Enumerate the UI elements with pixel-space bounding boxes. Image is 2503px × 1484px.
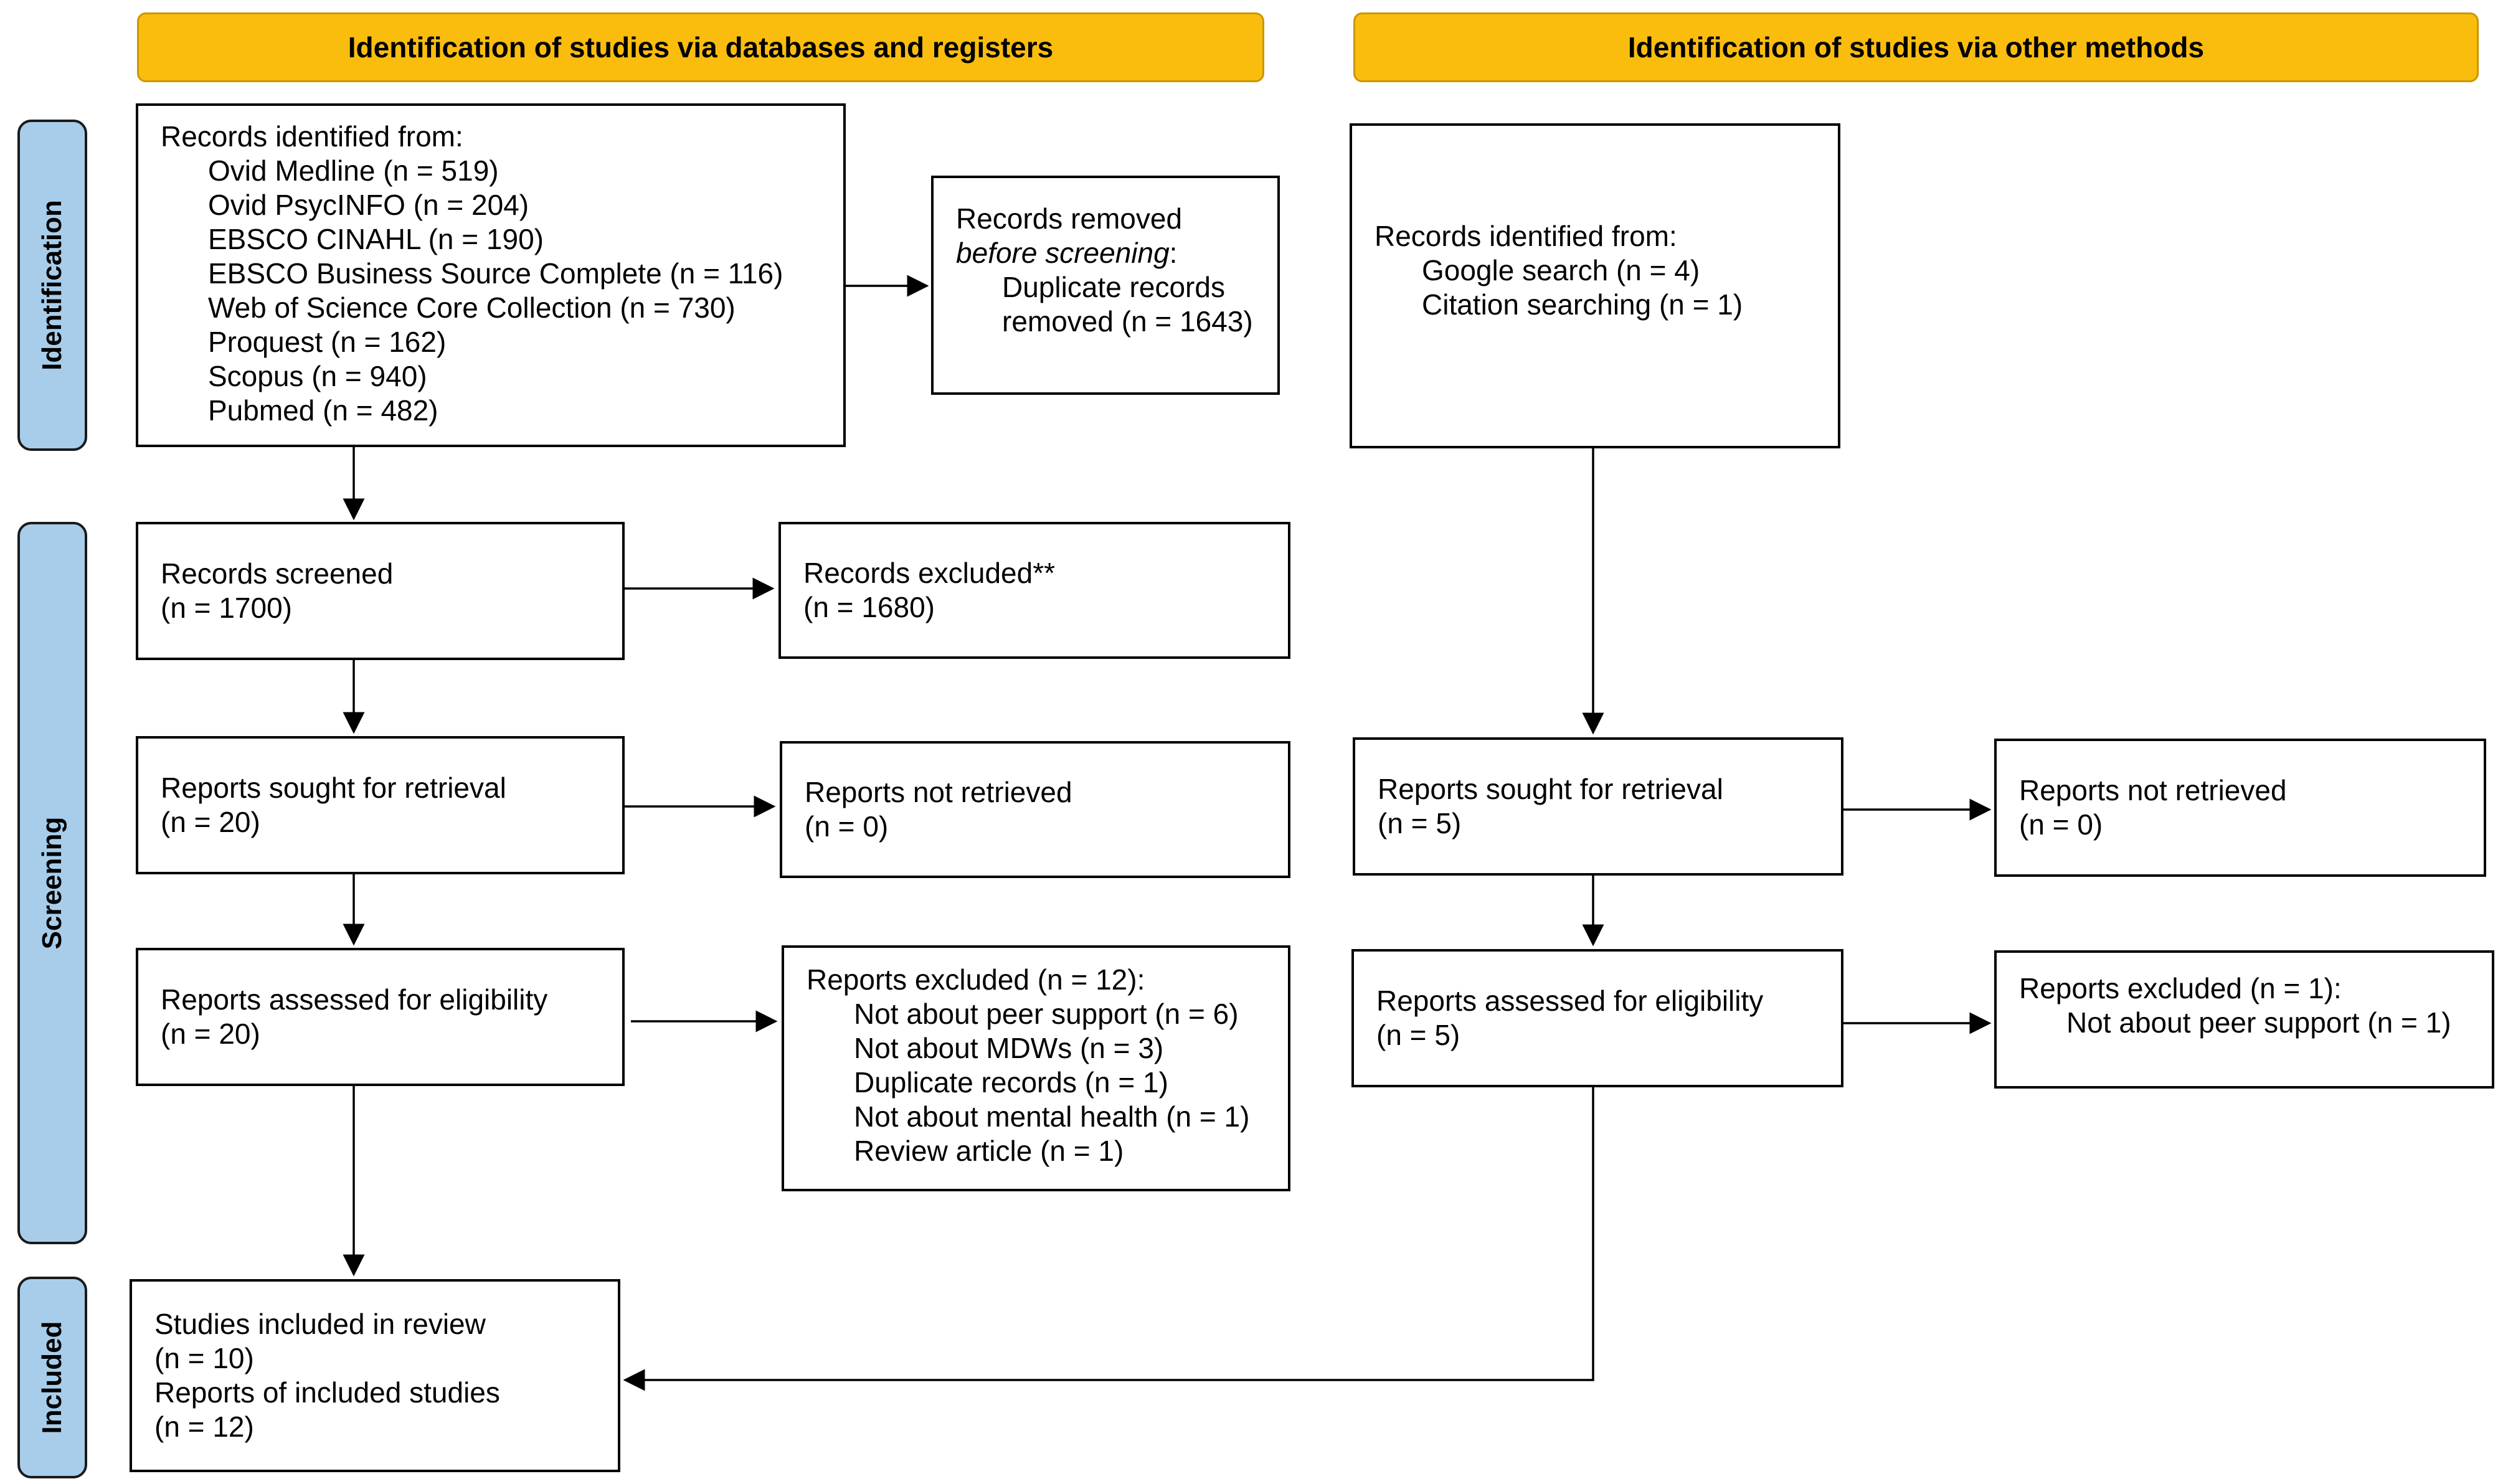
other-reports-sought-label: Reports sought for retrieval <box>1378 773 1723 805</box>
other-reports-excluded-box: Reports excluded (n = 1): Not about peer… <box>1994 950 2494 1089</box>
db-exclusion-reason: Not about mental health (n = 1) <box>854 1100 1250 1133</box>
other-reports-not-retrieved-box: Reports not retrieved (n = 0) <box>1994 739 2486 877</box>
reports-included-label: Reports of included studies <box>154 1376 500 1409</box>
other-exclusion-reason: Not about peer support (n = 1) <box>2066 1006 2451 1039</box>
header-other-methods: Identification of studies via other meth… <box>1353 12 2479 82</box>
other-reports-excluded-title: Reports excluded (n = 1): <box>2019 972 2342 1004</box>
phase-screening: Screening <box>17 522 87 1244</box>
db-source-item: EBSCO CINAHL (n = 190) <box>208 223 544 255</box>
records-removed-line1: Records removed <box>956 202 1183 235</box>
studies-included-box: Studies included in review (n = 10) Repo… <box>130 1279 620 1472</box>
db-records-excluded-box: Records excluded** (n = 1680) <box>778 522 1290 659</box>
db-reports-not-retrieved-label: Reports not retrieved <box>805 776 1072 808</box>
db-records-identified-box: Records identified from: Ovid Medline (n… <box>136 103 846 447</box>
other-reports-not-retrieved-n: (n = 0) <box>2019 808 2103 841</box>
db-source-item: Ovid PsycINFO (n = 204) <box>208 189 529 221</box>
other-records-identified-title: Records identified from: <box>1375 220 1677 252</box>
studies-included-n: (n = 10) <box>154 1342 254 1374</box>
records-screened-n: (n = 1700) <box>161 592 292 624</box>
studies-included-label: Studies included in review <box>154 1308 486 1340</box>
records-removed-line2: before screening <box>956 237 1170 269</box>
arrow-other-assessed-to-included <box>623 1087 1594 1391</box>
db-reports-sought-label: Reports sought for retrieval <box>161 772 506 804</box>
other-reports-assessed-n: (n = 5) <box>1376 1019 1460 1051</box>
header-databases-registers: Identification of studies via databases … <box>137 12 1264 82</box>
other-source-item: Citation searching (n = 1) <box>1422 288 1743 321</box>
other-reports-sought-n: (n = 5) <box>1378 807 1462 839</box>
other-reports-not-retrieved-label: Reports not retrieved <box>2019 774 2287 806</box>
db-source-item: Web of Science Core Collection (n = 730) <box>208 291 736 324</box>
db-source-item: Scopus (n = 940) <box>208 360 427 392</box>
db-reports-not-retrieved-n: (n = 0) <box>805 810 889 843</box>
db-records-screened-box: Records screened (n = 1700) <box>136 522 625 660</box>
reports-included-n: (n = 12) <box>154 1411 254 1443</box>
records-excluded-n: (n = 1680) <box>803 591 935 623</box>
db-reports-excluded-box: Reports excluded (n = 12): Not about pee… <box>782 945 1290 1191</box>
other-reports-assessed-label: Reports assessed for eligibility <box>1376 985 1764 1017</box>
other-reports-assessed-box: Reports assessed for eligibility (n = 5) <box>1351 949 1843 1087</box>
db-source-item: Ovid Medline (n = 519) <box>208 154 499 187</box>
header-other-methods-label: Identification of studies via other meth… <box>1627 31 2205 64</box>
phase-included: Included <box>17 1277 87 1478</box>
db-reports-excluded-title: Reports excluded (n = 12): <box>807 963 1145 996</box>
db-reports-assessed-n: (n = 20) <box>161 1018 260 1050</box>
db-source-item: Pubmed (n = 482) <box>208 394 438 427</box>
db-source-item: Proquest (n = 162) <box>208 326 447 358</box>
db-reports-sought-n: (n = 20) <box>161 806 260 838</box>
db-exclusion-reason: Not about MDWs (n = 3) <box>854 1032 1164 1064</box>
db-records-identified-title: Records identified from: <box>161 120 463 153</box>
db-reports-not-retrieved-box: Reports not retrieved (n = 0) <box>780 741 1290 878</box>
db-reports-sought-box: Reports sought for retrieval (n = 20) <box>136 736 625 874</box>
other-reports-sought-box: Reports sought for retrieval (n = 5) <box>1353 737 1843 876</box>
db-source-item: EBSCO Business Source Complete (n = 116) <box>208 257 783 290</box>
db-reports-assessed-box: Reports assessed for eligibility (n = 20… <box>136 948 625 1086</box>
db-records-removed-box: Records removed before screening: Duplic… <box>931 176 1280 395</box>
db-exclusion-reason: Not about peer support (n = 6) <box>854 998 1239 1030</box>
other-source-item: Google search (n = 4) <box>1422 254 1700 286</box>
records-removed-detail: Duplicate records removed (n = 1643) <box>1002 271 1253 338</box>
records-removed-colon: : <box>1169 237 1178 269</box>
db-reports-assessed-label: Reports assessed for eligibility <box>161 983 548 1016</box>
records-screened-label: Records screened <box>161 557 394 590</box>
db-exclusion-reason: Review article (n = 1) <box>854 1135 1124 1167</box>
phase-identification: Identification <box>17 120 87 451</box>
other-records-identified-box: Records identified from: Google search (… <box>1350 123 1840 448</box>
db-exclusion-reason: Duplicate records (n = 1) <box>854 1066 1168 1099</box>
records-excluded-label: Records excluded** <box>803 557 1056 589</box>
header-databases-registers-label: Identification of studies via databases … <box>348 31 1054 64</box>
